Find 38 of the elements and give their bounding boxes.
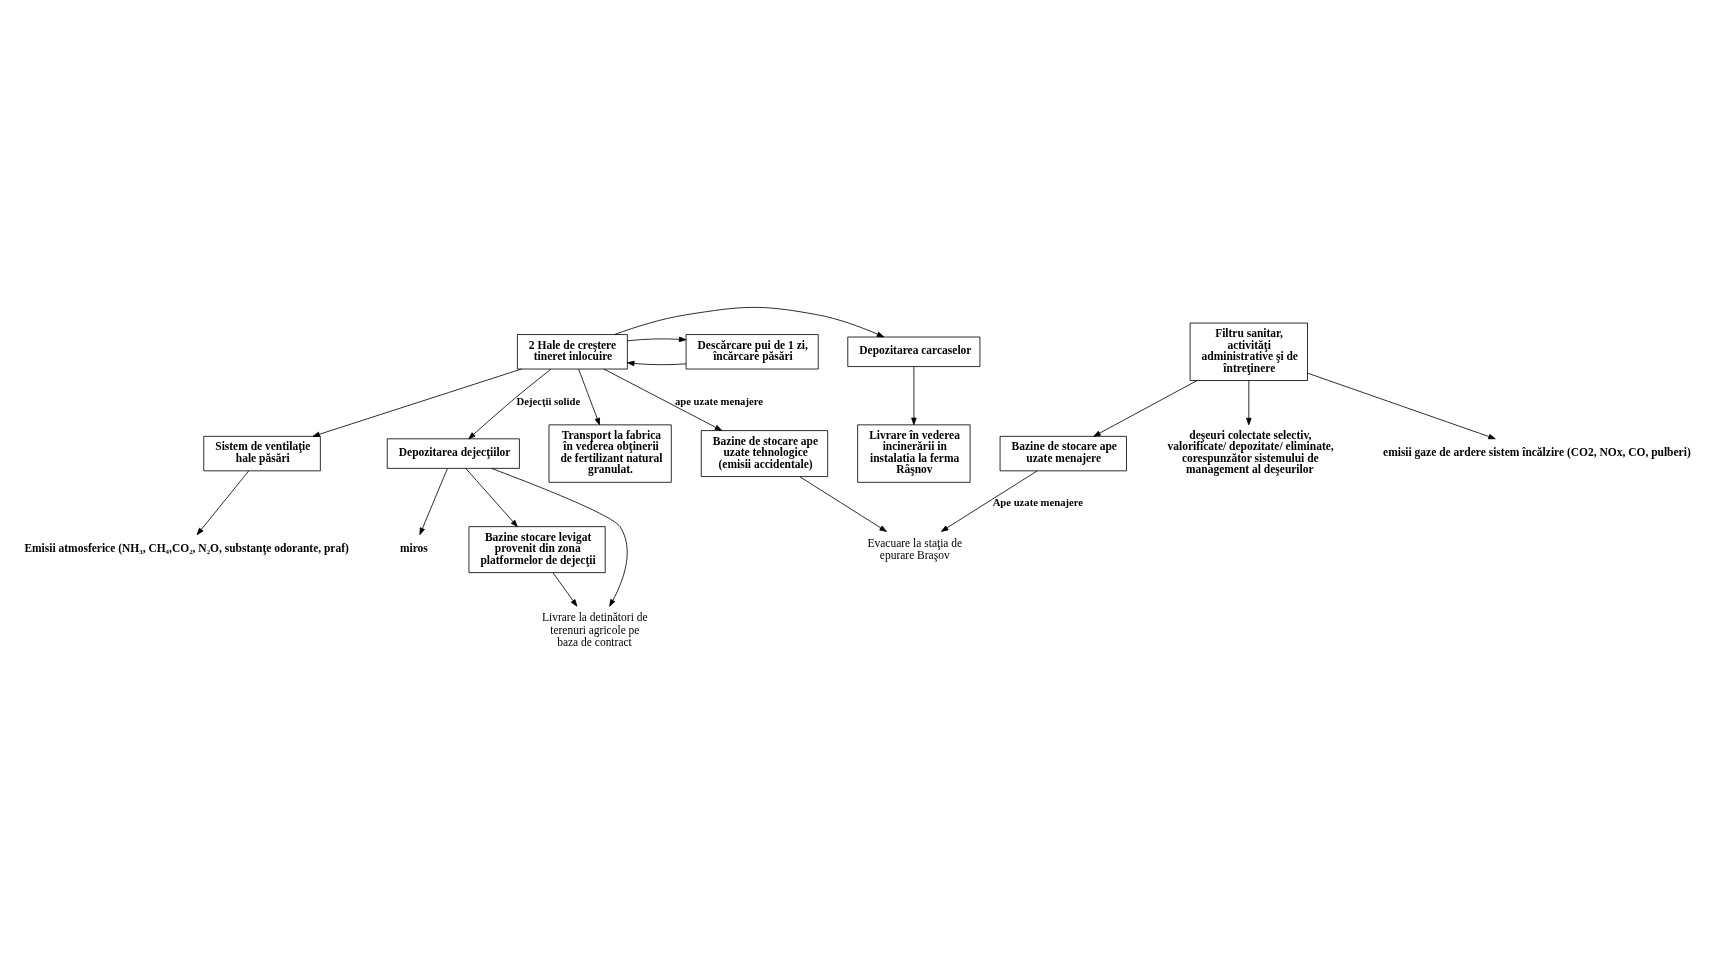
node-box: Bazine stocare levigat provenit din zona platformelor de dejecţii (468, 526, 606, 574)
node-box: Bazine de stocare ape uzate menajere (999, 435, 1127, 472)
edge-label: Dejecţii solide (516, 394, 581, 407)
edge-label: Ape uzate menajere (992, 496, 1084, 509)
arrow (465, 468, 518, 527)
arrow (490, 467, 628, 607)
arrow (468, 368, 552, 440)
node-box: Depozitarea dejecţiilor (386, 438, 520, 469)
node-box: Filtru sanitar, activităţi administrative şi de întreţinere (1189, 322, 1308, 381)
arrow (419, 468, 448, 536)
node-box: Livrare în vederea incinerării in instalatia la ferma Râşnov (857, 424, 971, 483)
node-box: Sistem de ventilaţie hale păsări (203, 435, 321, 472)
arrow (911, 366, 917, 426)
arrow (603, 368, 723, 431)
edge-label: ape uzate menajere (674, 394, 763, 407)
arrow (627, 360, 687, 367)
arrow (1093, 380, 1198, 437)
arrow (578, 368, 600, 426)
node-text: emisii gaze de ardere sistem încălzire (CO2, NOx, CO, pulberi) (1383, 445, 1691, 458)
node-box: Descărcare pui de 1 zi, încărcare păsări (685, 334, 819, 370)
arrow (940, 470, 1038, 532)
arrow (312, 368, 522, 437)
node-box: Bazine de stocare ape uzate tehnologice (emisii accidentale) (700, 430, 829, 477)
node-box: Transport la fabrica în vederea obţinerii de fertilizant natural granulat. (548, 424, 672, 483)
arrow (614, 306, 885, 338)
node-text: Livrare la detinători de terenuri agricole pe baza de contract (542, 611, 648, 648)
arrow (799, 476, 887, 532)
arrow (196, 470, 250, 536)
arrow (627, 336, 687, 343)
node-text: deşeuri colectate selectiv, valorificate/ depozitate/ eliminate, corespunzător sistemului de management al deşeurilor (1167, 428, 1334, 476)
node-box: Depozitarea carcaselor (847, 336, 981, 367)
arrow (1246, 380, 1252, 426)
node-box: 2 Hale de creştere tineret inlocuire (516, 334, 628, 370)
node-text: Evacuare la staţia de epurare Braşov (867, 536, 963, 561)
node-text: Emisii atmosferice (NH₃, CH₄,CO₂, N₂O, substanţe odorante, praf) (24, 541, 349, 554)
arrow (1307, 372, 1496, 440)
arrow (552, 572, 578, 607)
node-text: miros (399, 541, 428, 554)
